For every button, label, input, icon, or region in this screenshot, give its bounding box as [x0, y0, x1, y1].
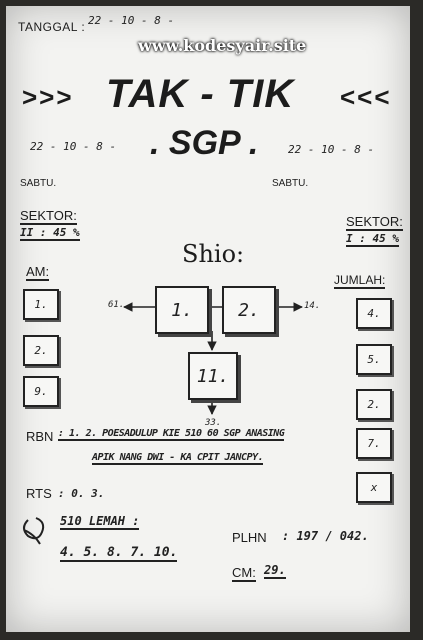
- rts-label: RTS: [26, 486, 52, 501]
- shio-right-output: 14.: [304, 301, 321, 311]
- shio-left-output: 61.: [108, 300, 125, 310]
- jumlah-box-4: 7.: [356, 428, 392, 459]
- cm-label: CM:: [232, 565, 256, 582]
- jumlah-box-1: 4.: [356, 298, 392, 329]
- tanggal-value: 22 - 10 - 8 -: [88, 14, 175, 27]
- sektor-right-value: I : 45 %: [346, 232, 399, 247]
- sektor-right-label: SEKTOR:: [346, 214, 403, 231]
- title-right-arrows: <<<: [340, 82, 392, 112]
- sektor-left-value: II : 45 %: [20, 226, 80, 241]
- shio-down-output: 33.: [205, 418, 222, 428]
- left-date: 22 - 10 - 8 -: [30, 140, 117, 153]
- left-day: SABTU.: [20, 178, 57, 189]
- plhn-label: PLHN: [232, 530, 267, 545]
- shio-box-1: 1.: [155, 286, 209, 334]
- title-left-arrows: >>>: [22, 82, 74, 112]
- shio-label: Shio:: [182, 240, 245, 268]
- jumlah-box-5: x: [356, 472, 392, 503]
- plhn-value: : 197 / 042.: [282, 529, 369, 543]
- jumlah-box-2: 5.: [356, 344, 392, 375]
- rts-value: : 0. 3.: [58, 487, 105, 500]
- right-day: SABTU.: [272, 178, 309, 189]
- cm-value: 29.: [264, 563, 286, 579]
- tanggal-label: TANGGAL :: [18, 20, 86, 34]
- am-box-2: 2.: [23, 335, 59, 366]
- am-box-1: 1.: [23, 289, 59, 320]
- title-market: . SGP .: [150, 124, 259, 162]
- watermark: www.kodesyair.site: [138, 36, 307, 55]
- shio-box-3: 11.: [188, 352, 238, 400]
- am-box-3: 9.: [23, 376, 59, 407]
- title-main: TAK - TIK: [106, 72, 295, 116]
- rbn-label: RBN: [26, 429, 54, 444]
- jumlah-label: JUMLAH:: [334, 273, 386, 289]
- shio-box-2: 2.: [222, 286, 276, 334]
- lemah-label: 510 LEMAH :: [60, 514, 140, 530]
- lemah-value: 4. 5. 8. 7. 10.: [60, 545, 178, 562]
- sektor-left-label: SEKTOR:: [20, 208, 77, 225]
- am-label: AM:: [26, 264, 50, 281]
- jumlah-box-3: 2.: [356, 389, 392, 420]
- right-date: 22 - 10 - 8 -: [288, 143, 375, 156]
- rbn-line-2: APIK NANG DWI - KA CPIT JANCPY.: [92, 452, 264, 465]
- rbn-line-1: : 1. 2. POESADULUP KIE 510 60 SGP ANASIN…: [58, 428, 285, 441]
